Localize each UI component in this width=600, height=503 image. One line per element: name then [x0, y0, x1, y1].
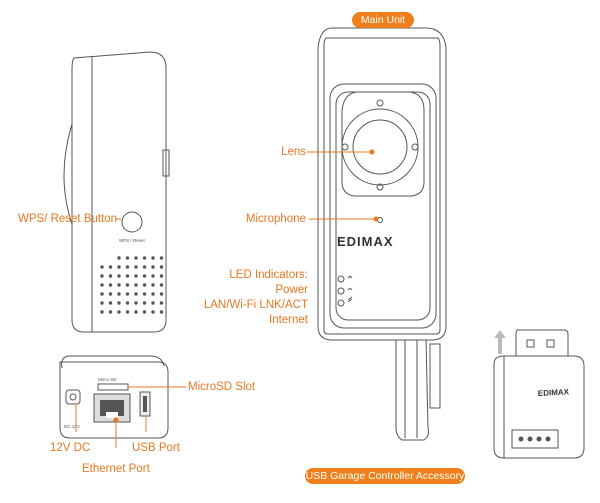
- vent-hole: [134, 310, 138, 314]
- vent-hole: [142, 274, 147, 278]
- vent-hole: [159, 283, 164, 287]
- label-internet: Internet: [269, 314, 308, 326]
- vent-hole: [125, 301, 130, 305]
- vent-hole: [134, 301, 138, 305]
- vent-hole: [108, 310, 113, 314]
- accessory-brand-print: EDIMAX: [538, 387, 570, 398]
- bottom-view: [59, 355, 169, 439]
- vent-hole: [117, 301, 121, 305]
- bottom-leaders: [75, 386, 186, 448]
- vent-hole: [142, 265, 147, 269]
- vent-hole: [142, 310, 147, 314]
- vent-hole: [151, 256, 155, 260]
- vent-hole: [117, 283, 121, 287]
- vent-hole: [142, 292, 147, 296]
- vent-hole: [159, 265, 164, 269]
- accessory-connector: [511, 429, 559, 449]
- label-usb-port: USB Port: [132, 442, 180, 454]
- vent-hole: [142, 301, 147, 305]
- label-led-indicators: LED Indicators:: [229, 269, 308, 281]
- vent-hole: [125, 256, 130, 260]
- vent-hole: [117, 265, 121, 269]
- main-leaders: [307, 149, 379, 222]
- vent-hole: [117, 274, 121, 278]
- lens-ring-inner: [352, 119, 408, 175]
- label-power: Power: [275, 284, 308, 296]
- vent-hole: [134, 256, 138, 260]
- vent-hole: [117, 292, 121, 296]
- vent-hole: [100, 274, 104, 278]
- vent-hole: [159, 256, 164, 260]
- vent-hole: [108, 274, 113, 278]
- vent-hole: [108, 301, 113, 305]
- side-view: [63, 51, 170, 333]
- label-lan-wifi: LAN/Wi-Fi LNK/ACT: [203, 299, 308, 311]
- vent-hole: [134, 265, 138, 269]
- vent-hole: [108, 292, 113, 296]
- vent-hole: [142, 256, 147, 260]
- vent-hole: [125, 265, 130, 269]
- vent-hole: [125, 310, 130, 314]
- vent-hole: [117, 310, 121, 314]
- vent-hole: [100, 292, 104, 296]
- accessory-title: USB Garage Controller Accessory: [305, 468, 465, 484]
- vent-hole: [151, 265, 155, 269]
- label-ethernet-port: Ethernet Port: [82, 463, 150, 475]
- vent-hole: [100, 265, 104, 269]
- vent-hole: [125, 274, 130, 278]
- dc-jack-shape: [65, 389, 81, 405]
- vent-hole: [108, 265, 113, 269]
- vent-hole: [100, 283, 104, 287]
- main-brand-print: EDIMAX: [337, 234, 394, 249]
- vent-hole: [151, 310, 155, 314]
- label-microphone: Microphone: [245, 213, 306, 225]
- vent-hole: [125, 283, 130, 287]
- wps-caption-print: WPS / Reset: [119, 238, 146, 243]
- vent-hole: [134, 283, 138, 287]
- vent-hole: [108, 283, 113, 287]
- dc-print: DC 12V: [64, 424, 80, 429]
- label-wps-reset: WPS/ Reset Button: [18, 213, 118, 225]
- vent-hole: [134, 274, 138, 278]
- vent-hole: [125, 292, 130, 296]
- vent-hole: [100, 301, 104, 305]
- vent-hole: [151, 274, 155, 278]
- main-unit: [317, 27, 447, 441]
- wps-reset-button-shape: [121, 211, 143, 233]
- vent-hole: [134, 292, 138, 296]
- vent-hole: [151, 292, 155, 296]
- vent-hole: [159, 310, 164, 314]
- usb-accessory: [493, 329, 585, 459]
- vent-hole: [100, 310, 104, 314]
- side-vent-grille: [100, 256, 164, 314]
- vent-hole: [117, 256, 121, 260]
- vent-hole: [159, 292, 164, 296]
- label-microsd-slot: MicroSD Slot: [188, 381, 256, 393]
- vent-hole: [142, 283, 147, 287]
- vent-hole: [159, 301, 164, 305]
- label-12v-dc: 12V DC: [50, 442, 91, 454]
- main-unit-title: Main Unit: [352, 12, 414, 28]
- label-lens: Lens: [281, 146, 306, 158]
- vent-hole: [159, 274, 164, 278]
- vent-hole: [151, 283, 155, 287]
- microsd-print: Micro SD: [98, 377, 117, 382]
- vent-hole: [151, 301, 155, 305]
